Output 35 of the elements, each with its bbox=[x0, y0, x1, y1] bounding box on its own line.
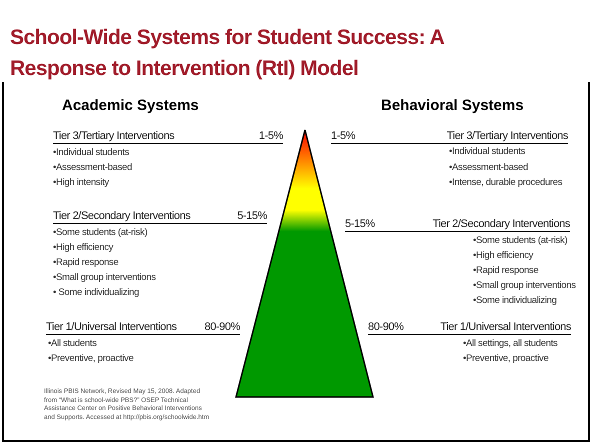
percentage-label: 5-15% bbox=[237, 210, 267, 223]
bullet-item: •Preventive, proactive bbox=[463, 353, 548, 365]
tier-heading: Tier 3/Tertiary Interventions bbox=[446, 130, 568, 143]
column-heading: Academic Systems bbox=[62, 96, 199, 116]
bullet-item: •Preventive, proactive bbox=[48, 353, 134, 365]
bullet-item: •Rapid response bbox=[53, 257, 118, 269]
tier-heading: Tier 2/Secondary Interventions bbox=[53, 210, 190, 223]
column-heading: Behavioral Systems bbox=[381, 96, 524, 116]
percentage-label: 80-90% bbox=[368, 321, 404, 334]
bullet-item: •Assessment-based bbox=[53, 162, 132, 174]
bullet-item: •Rapid response bbox=[473, 265, 538, 277]
tier-heading: Tier 3/Tertiary Interventions bbox=[53, 130, 174, 143]
bullet-item: •Small group interventions bbox=[53, 272, 156, 284]
bullet-item: •All students bbox=[48, 338, 97, 350]
bullet-item: •Small group interventions bbox=[473, 280, 576, 292]
tier-heading: Tier 2/Secondary Interventions bbox=[432, 218, 570, 231]
bullet-item: •Individual students bbox=[449, 146, 526, 158]
bullet-item: •High efficiency bbox=[53, 242, 114, 254]
bullet-item: •Some students (at-risk) bbox=[53, 227, 148, 239]
tier-heading: Tier 1/Universal Interventions bbox=[46, 321, 177, 334]
bullet-item: •High intensity bbox=[53, 177, 109, 189]
bullet-item: •Some students (at-risk) bbox=[473, 235, 568, 247]
percentage-label: 1-5% bbox=[331, 130, 356, 143]
bullet-item: •Assessment-based bbox=[449, 162, 528, 174]
slide-title: School-Wide Systems for Student Success: A Response to Intervention (RtI) Model bbox=[10, 25, 446, 82]
percentage-label: 80-90% bbox=[204, 321, 240, 334]
percentage-label: 5-15% bbox=[345, 218, 375, 231]
bullet-item: •All settings, all students bbox=[463, 338, 558, 350]
bullet-item: • Some individualizing bbox=[53, 287, 139, 299]
bullet-item: •Some individualizing bbox=[473, 295, 557, 307]
bullet-item: •High efficiency bbox=[473, 250, 534, 262]
bullet-item: •Individual students bbox=[53, 147, 130, 159]
bullet-item: •Intense, durable procedures bbox=[449, 177, 562, 189]
tier-heading: Tier 1/Universal Interventions bbox=[440, 321, 571, 334]
percentage-label: 1-5% bbox=[258, 130, 283, 143]
